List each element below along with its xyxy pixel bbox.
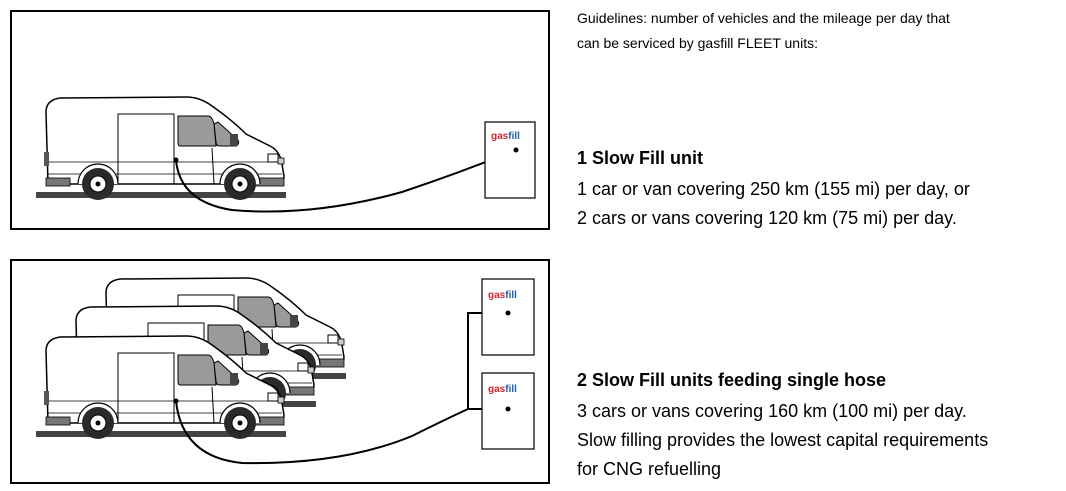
gasfill-logo: gasfill — [488, 290, 517, 301]
section-2-line-2: Slow filling provides the lowest capital… — [577, 430, 989, 450]
slow-fill-unit-upper: gasfill — [481, 278, 535, 356]
section-2-line-1: 3 cars or vans covering 160 km (100 mi) … — [577, 401, 967, 421]
section-1-line-1: 1 car or van covering 250 km (155 mi) pe… — [577, 179, 970, 199]
slow-fill-unit: gasfill — [484, 121, 536, 199]
fill-hose — [175, 149, 517, 213]
fill-hose — [175, 400, 469, 465]
diagram-panel-two-units: gasfill gasfill — [10, 259, 550, 484]
gasfill-logo: gasfill — [488, 384, 517, 395]
van-illustration — [35, 96, 287, 201]
diagram-panel-single-unit: gasfill — [10, 10, 550, 230]
gasfill-logo: gasfill — [491, 131, 520, 142]
intro-line-2: can be serviced by gasfill FLEET units: — [577, 35, 818, 51]
section-2-title: 2 Slow Fill units feeding single hose — [577, 370, 887, 390]
two-units-illustration: gasfill gasfill — [35, 277, 535, 465]
section-1-line-2: 2 cars or vans covering 120 km (75 mi) p… — [577, 208, 957, 228]
intro-text: Guidelines: number of vehicles and the m… — [577, 6, 1047, 56]
section-1-title: 1 Slow Fill unit — [577, 148, 703, 168]
section-2-line-3: for CNG refuelling — [577, 459, 722, 479]
slow-fill-unit-lower: gasfill — [481, 372, 535, 450]
single-unit-illustration: gasfill — [35, 96, 536, 213]
intro-line-1: Guidelines: number of vehicles and the m… — [577, 10, 950, 26]
